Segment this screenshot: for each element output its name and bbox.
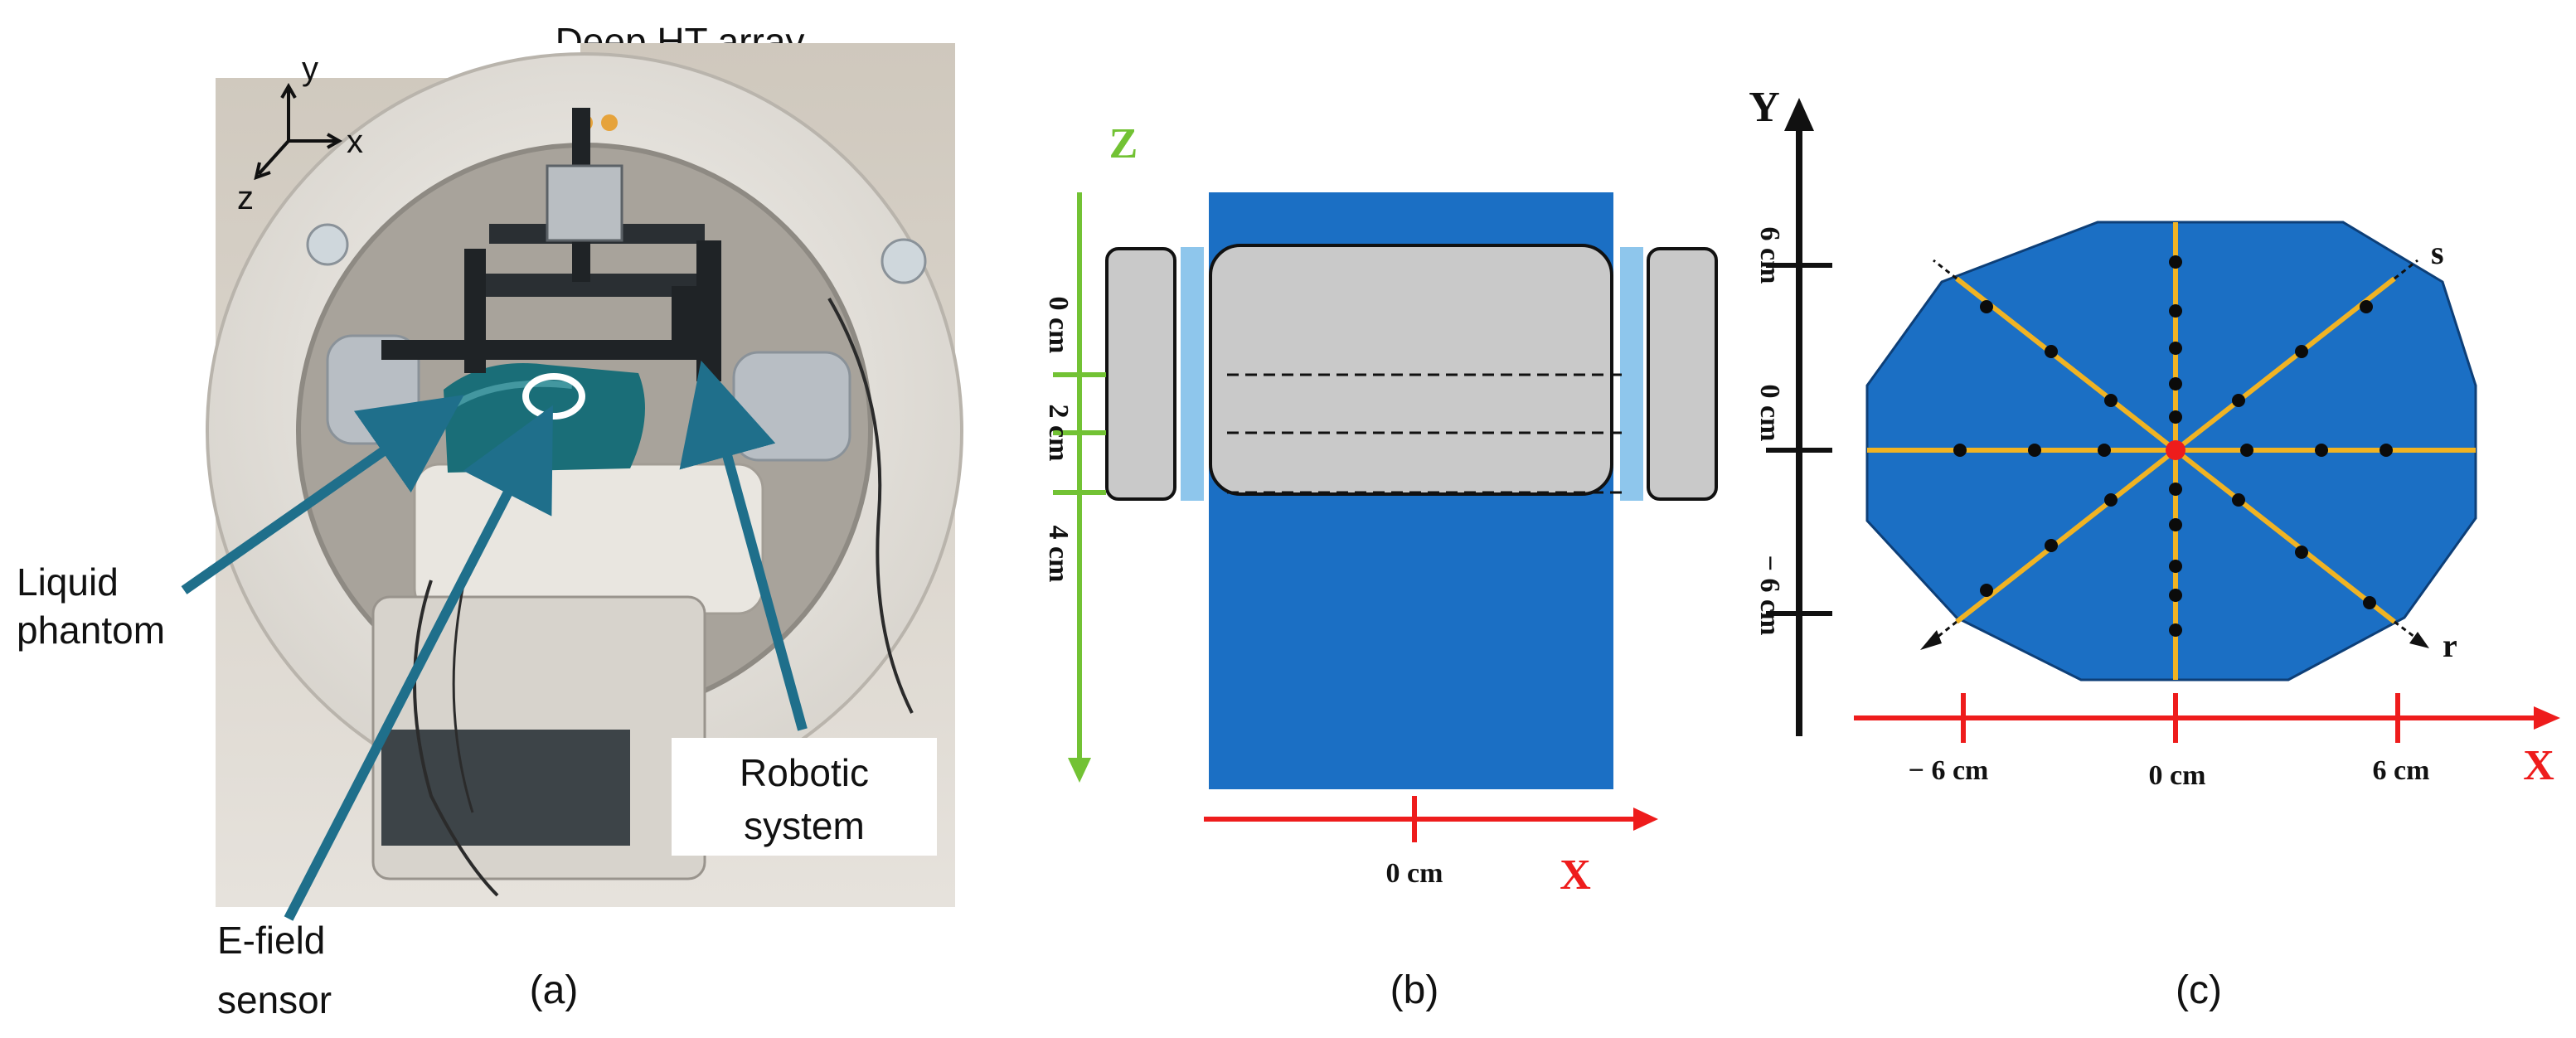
point (2169, 560, 2182, 573)
ring-detail-left (306, 223, 349, 266)
x-tick-label-minus6: − 6 cm (1909, 755, 1989, 786)
point (2045, 345, 2058, 358)
r-label: r (2443, 627, 2457, 664)
z-tick-label-4: 4 cm (1043, 526, 1074, 583)
point (2360, 300, 2373, 313)
water-bolus-right (1620, 247, 1643, 501)
antenna-right (1647, 247, 1718, 501)
phantom-box (1209, 244, 1613, 496)
point (2169, 589, 2182, 602)
x-axis-label-c: X (2523, 742, 2554, 789)
point (2169, 518, 2182, 531)
point (2104, 394, 2118, 407)
point (2169, 410, 2182, 424)
z-axis-arrowhead (1068, 758, 1091, 783)
point (2169, 623, 2182, 637)
point (2028, 444, 2041, 457)
caption-a: (a) (530, 968, 579, 1012)
y-tick-label-0: 0 cm (1754, 385, 1785, 442)
measurement-points (1953, 255, 2393, 637)
point (1980, 300, 1993, 313)
caption-b: (b) (1390, 968, 1439, 1012)
z-axis-label: Z (1109, 120, 1138, 167)
antenna-left (1105, 247, 1176, 501)
center-point (2166, 440, 2185, 460)
point (2240, 444, 2253, 457)
panel-c: s r Y 6 cm 0 cm − 6 cm − 6 cm 0 cm 6 cm … (1749, 84, 2560, 1012)
y-tick-label-minus6: − 6 cm (1754, 555, 1785, 636)
device-base-cover (381, 730, 630, 846)
point (2363, 596, 2376, 609)
point (2232, 394, 2245, 407)
label-system: system (744, 804, 865, 847)
axis-y-label: y (302, 51, 318, 87)
panel-b: Z 0 cm 2 cm 4 cm 0 cm X (b) (1043, 120, 1718, 1012)
point (2295, 546, 2308, 559)
arrow-liquid-phantom (181, 395, 464, 594)
x-tick-label-0-c: 0 cm (2149, 760, 2206, 791)
caption-c: (c) (2176, 968, 2222, 1012)
side-pad-right (732, 351, 851, 462)
arrow-robotic-system (679, 360, 808, 731)
arrowhead-lower-left (1920, 630, 1942, 650)
point (2315, 444, 2328, 457)
y-axis-label: Y (1749, 84, 1780, 131)
ring-detail-right (880, 238, 927, 284)
patient-couch (413, 463, 764, 615)
point (2169, 483, 2182, 496)
robotic-label-box (672, 738, 937, 856)
label-phantom: phantom (17, 609, 165, 652)
z-tick-label-2: 2 cm (1043, 405, 1074, 462)
point (2169, 255, 2182, 269)
x-axis-arrowhead-b (1633, 808, 1658, 831)
robotic-frame (381, 108, 721, 381)
label-efield: E-field (217, 919, 325, 962)
point (2232, 493, 2245, 507)
z-tick-label-0: 0 cm (1043, 297, 1074, 354)
sensor-highlight-circle (522, 373, 585, 420)
arrowhead-lower-right (2409, 632, 2429, 648)
point (2380, 444, 2393, 457)
point (2045, 539, 2058, 552)
point (1980, 584, 1993, 597)
y-axis-arrowhead (1784, 98, 1814, 131)
photo-corner-mask (216, 43, 365, 78)
label-liquid: Liquid (17, 560, 119, 604)
label-robotic: Robotic (740, 751, 869, 794)
arrow-efield-sensor (284, 405, 553, 921)
point (2104, 493, 2118, 507)
s-label: s (2431, 234, 2444, 271)
point (2169, 377, 2182, 390)
point (2295, 345, 2308, 358)
point (2169, 304, 2182, 318)
label-sensor: sensor (217, 978, 332, 1021)
point (2169, 342, 2182, 355)
x-axis-label-b: X (1560, 851, 1591, 899)
x-tick-label-6: 6 cm (2373, 755, 2430, 786)
axis-x-label: x (347, 124, 363, 160)
point (1953, 444, 1967, 457)
point (2098, 444, 2111, 457)
water-bolus-left (1181, 247, 1204, 501)
y-tick-label-6: 6 cm (1754, 227, 1785, 284)
x-axis-arrowhead-c (2534, 706, 2560, 730)
axis-z-label: z (237, 180, 254, 216)
x-tick-label-b: 0 cm (1386, 858, 1443, 889)
coordinate-triad (254, 82, 343, 181)
panel-a: Deep HT array (17, 20, 963, 1021)
